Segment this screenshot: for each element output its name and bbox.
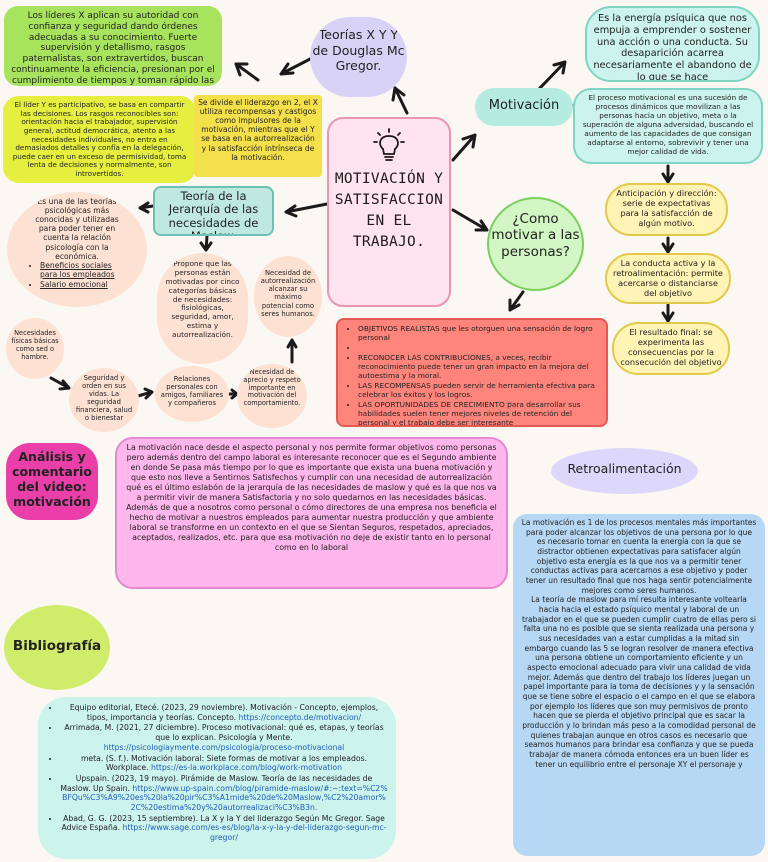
reference-item: Abad, G. G. (2023, 15 septiembre). La X … [60,814,388,843]
maslow-definicion-text: Es una de las teorías psicológicas más c… [35,197,119,261]
node-lideres-x: Los líderes X aplican su autoridad con c… [4,6,222,86]
reference-item: meta. (S. f.). Motivación laboral: Siete… [60,754,388,773]
node-como-motivar-list: OBJETIVOS REALISTAS que les otorguen una… [336,318,608,427]
node-conducta-activa: La conducta activa y la retroalimentació… [605,253,731,304]
reference-text: Arrimada, M. (2021, 27 diciembre). Proce… [64,723,384,743]
bibliografia-list: Equipo editorial, Etecé. (2023, 29 novie… [38,697,396,859]
list-item: LAS RECOMPENSAS pueden servir de herrami… [358,381,600,399]
node-autorrealizacion: Necesidad de autorrealización alcanzar s… [254,256,322,337]
node-proceso-motivacional: El proceso motivacional es una sucesión … [573,88,763,164]
list-item [358,343,600,352]
retro-title: Retroalimentación [551,448,698,494]
node-como-motivar: ¿Como motivar a las personas? [487,197,584,291]
reference-item: Upspain. (2023, 19 mayo). Pirámide de Ma… [60,774,388,813]
reference-link[interactable]: https://www.up-spain.com/blog/piramide-m… [62,783,388,813]
node-relaciones: Relaciones personales con amigos, famili… [155,366,229,422]
node-anticipacion: Anticipación y dirección: serie de expec… [605,183,728,236]
node-energia-psiquica: Es la energía psíquica que nos empuja a … [585,6,760,82]
reference-text: Abad, G. G. (2023, 15 septiembre). La X … [61,813,385,833]
reference-link[interactable]: https://es-la.workplace.com/blog/work-mo… [151,763,343,773]
retro-box: La motivación es 1 de los procesos menta… [513,514,765,856]
node-aprecio: Necesidad de aprecio y respeto important… [237,364,307,428]
node-maslow-propone: Propone que las personas están motivadas… [157,253,248,364]
reference-text: meta. (S. f.). Motivación laboral: Siete… [80,753,368,773]
analisis-title: Análisis y comentario del video: motivac… [6,443,98,520]
reference-text: Upspain. (2023, 19 mayo). Pirámide de Ma… [60,773,373,793]
list-item: Beneficios sociales para los empleados [40,261,127,279]
node-teorias-x-y: Teorías X Y Y de Douglas Mc Gregor. [310,17,407,97]
lightbulb-icon [373,128,405,161]
node-necesidades-fisicas: Necesidades físicas básicas como sed o h… [6,318,64,379]
retro-text-1: La motivación es 1 de los procesos menta… [521,518,757,595]
reference-item: Arrimada, M. (2021, 27 diciembre). Proce… [60,723,388,752]
reference-link[interactable]: https://concepto.de/motivacion/ [238,712,362,722]
central-title: MOTIVACIÓN Y SATISFACCION EN EL TRABAJO. [334,171,444,251]
retro-text-2: La teoría de maslow para mí resulta inte… [522,595,756,769]
list-item: RECONOCER LAS CONTRIBUCIONES, a veces, r… [358,353,600,380]
node-maslow-definicion: Es una de las teorías psicológicas más c… [7,192,147,307]
node-seguridad: Seguridad y orden en sus vidas. La segur… [69,368,139,432]
analisis-text: La motivación nace desde el aspecto pers… [115,437,508,589]
reference-link[interactable]: https://psicologiaymente.com/psicologia/… [103,742,345,752]
list-item: Salario emocional [40,280,127,289]
node-se-divide: Se divide el liderazgo en 2, el X utiliz… [194,95,322,177]
list-item: OBJETIVOS REALISTAS que les otorguen una… [358,324,600,342]
lideres-x-text: Los líderes X aplican su autoridad con c… [11,11,215,86]
list-item: LAS OPORTUNIDADES DE CRECIMIENTO para de… [358,400,600,425]
node-motivacion: Motivación [475,88,573,126]
central-topic: MOTIVACIÓN Y SATISFACCION EN EL TRABAJO. [327,117,451,307]
reference-link[interactable]: https://www.sage.com/es-es/blog/la-x-y-l… [122,823,387,843]
reference-text: Equipo editorial, Etecé. (2023, 29 novie… [69,703,379,722]
bibliografia-title: Bibliografía [4,605,110,690]
node-lideres-y: El líder Y es participativo, se basa en … [3,96,196,183]
reference-item: Equipo editorial, Etecé. (2023, 29 novie… [60,703,388,722]
node-resultado-final: El resultado final: se experimenta las c… [612,322,730,375]
node-maslow: Teoría de la Jerarquía de las necesidade… [153,186,274,236]
